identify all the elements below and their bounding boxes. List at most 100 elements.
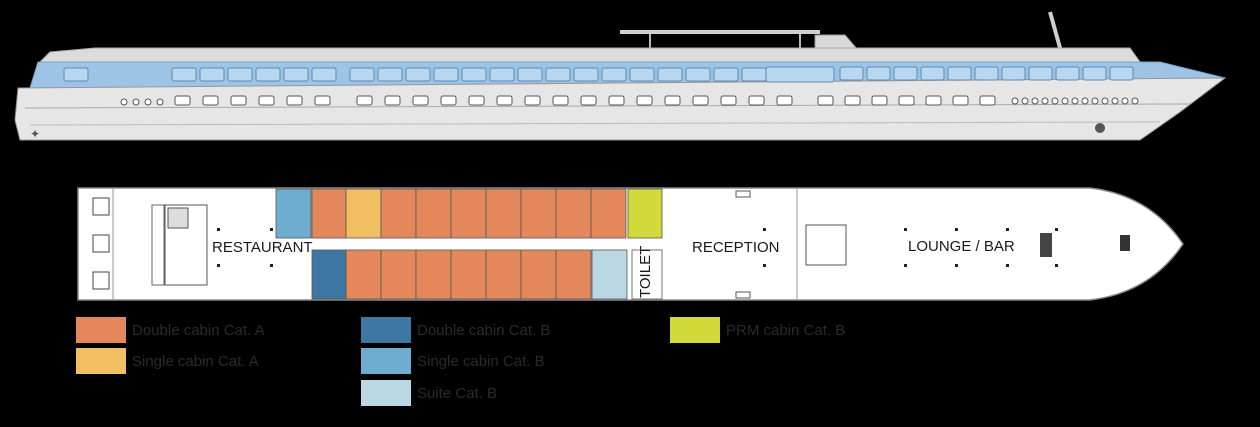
window	[947, 66, 972, 81]
ship-deck-plan: RESTAURANT RECEPTION LOUNGE / BAR TOILET	[77, 187, 1184, 301]
stair-box	[92, 234, 110, 253]
pillar	[904, 228, 907, 231]
pillar	[763, 228, 766, 231]
window	[171, 67, 197, 82]
cabin	[520, 188, 557, 239]
porthole	[174, 95, 191, 106]
porthole	[817, 95, 834, 106]
cabin	[450, 249, 487, 300]
porthole	[608, 95, 625, 106]
cabins	[275, 188, 663, 300]
window	[377, 67, 403, 82]
pillar	[763, 264, 766, 267]
porthole	[1031, 97, 1039, 105]
porthole	[1021, 97, 1029, 105]
window	[1082, 66, 1107, 81]
window	[255, 67, 281, 82]
window	[433, 67, 459, 82]
cabin	[450, 188, 487, 239]
porthole	[144, 98, 152, 106]
window	[974, 66, 999, 81]
window	[629, 67, 655, 82]
porthole	[1101, 97, 1109, 105]
window	[765, 66, 835, 83]
porthole	[1111, 97, 1119, 105]
bow-fixture	[1120, 235, 1130, 251]
pillar	[904, 264, 907, 267]
window	[713, 67, 739, 82]
bar-counter	[1040, 233, 1052, 257]
window	[893, 66, 918, 81]
window	[573, 67, 599, 82]
pillar	[270, 264, 273, 267]
porthole	[440, 95, 457, 106]
porthole	[1071, 97, 1079, 105]
label-lounge-bar: LOUNGE / BAR	[908, 238, 1015, 255]
porthole	[871, 95, 888, 106]
label-restaurant: RESTAURANT	[212, 239, 313, 256]
window	[311, 67, 337, 82]
cabin	[590, 188, 627, 239]
window	[920, 66, 945, 81]
porthole	[412, 95, 429, 106]
porthole	[979, 95, 996, 106]
window	[839, 66, 864, 81]
porthole	[664, 95, 681, 106]
porthole	[580, 95, 597, 106]
window	[657, 67, 683, 82]
porthole	[1081, 97, 1089, 105]
window	[461, 67, 487, 82]
porthole	[524, 95, 541, 106]
window	[517, 67, 543, 82]
window	[199, 67, 225, 82]
porthole	[314, 95, 331, 106]
porthole	[636, 95, 653, 106]
window	[405, 67, 431, 82]
cabin	[555, 188, 592, 239]
window	[349, 67, 375, 82]
anchor-icon	[1095, 123, 1105, 133]
upper-deck-roof	[38, 47, 1141, 63]
pillar	[955, 264, 958, 267]
porthole	[552, 95, 569, 106]
corridor	[312, 238, 662, 250]
stair-box	[92, 197, 110, 216]
upper-windows	[63, 66, 1134, 83]
porthole	[132, 98, 140, 106]
label-reception: RECEPTION	[692, 239, 780, 256]
window	[601, 67, 627, 82]
pillar	[1006, 264, 1009, 267]
label-toilet: TOILET	[637, 246, 654, 298]
cabin	[345, 188, 382, 239]
window	[1001, 66, 1026, 81]
lower-portholes	[120, 95, 1139, 106]
cabin	[415, 188, 452, 239]
porthole	[120, 98, 128, 106]
porthole	[692, 95, 709, 106]
window	[283, 67, 309, 82]
window	[866, 66, 891, 81]
cabin	[520, 249, 557, 300]
porthole	[202, 95, 219, 106]
cabin	[555, 249, 592, 300]
porthole	[1121, 97, 1129, 105]
window	[545, 67, 571, 82]
stair-box	[92, 271, 110, 290]
propeller-icon: ✦	[30, 127, 40, 141]
toilet-room	[631, 249, 663, 300]
porthole	[286, 95, 303, 106]
porthole	[952, 95, 969, 106]
pillar	[1055, 228, 1058, 231]
porthole	[898, 95, 915, 106]
porthole	[748, 95, 765, 106]
pillar	[270, 228, 273, 231]
cabin	[380, 249, 417, 300]
window	[489, 67, 515, 82]
cabin	[485, 249, 522, 300]
window	[741, 67, 767, 82]
cabin	[311, 249, 347, 300]
porthole	[776, 95, 793, 106]
porthole	[1011, 97, 1019, 105]
